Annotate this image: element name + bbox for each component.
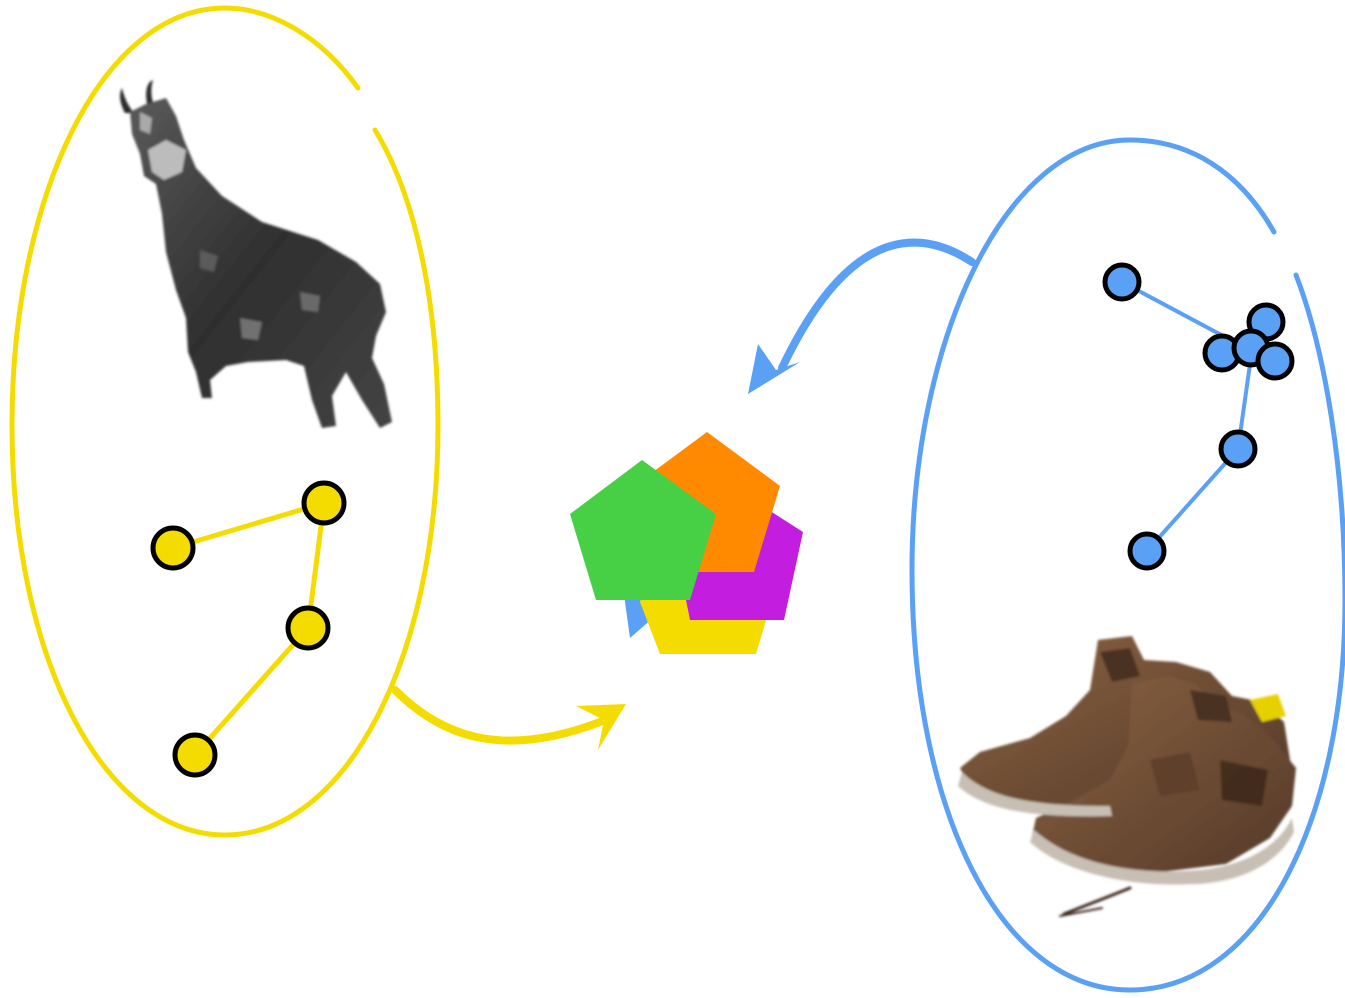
left-graph-nodes: [150, 480, 347, 778]
right-graph-node: [1218, 429, 1258, 469]
right-graph-edge: [1145, 447, 1240, 553]
left-group-ellipse: [9, 5, 441, 838]
left-graph-node: [285, 605, 331, 651]
left-graph-edge: [170, 500, 327, 551]
blue-curved-arrow-icon: [748, 238, 976, 394]
left-graph-node: [172, 732, 218, 778]
overlapping-pentagons-icon: [570, 432, 803, 654]
left-graph-edge: [192, 625, 311, 758]
hiking-boots-icon: [958, 636, 1296, 917]
right-group: [748, 137, 1345, 993]
pentagon-green: [570, 460, 716, 600]
yellow-curved-arrow-icon: [391, 686, 626, 750]
right-graph-node: [1102, 262, 1142, 302]
left-graph-node: [150, 525, 196, 571]
chamois-icon: [120, 80, 392, 428]
right-graph-nodes: [1102, 262, 1295, 571]
left-group: [9, 5, 626, 838]
right-graph-node: [1255, 341, 1295, 381]
left-graph-node: [301, 480, 347, 526]
right-graph-node: [1127, 531, 1167, 571]
